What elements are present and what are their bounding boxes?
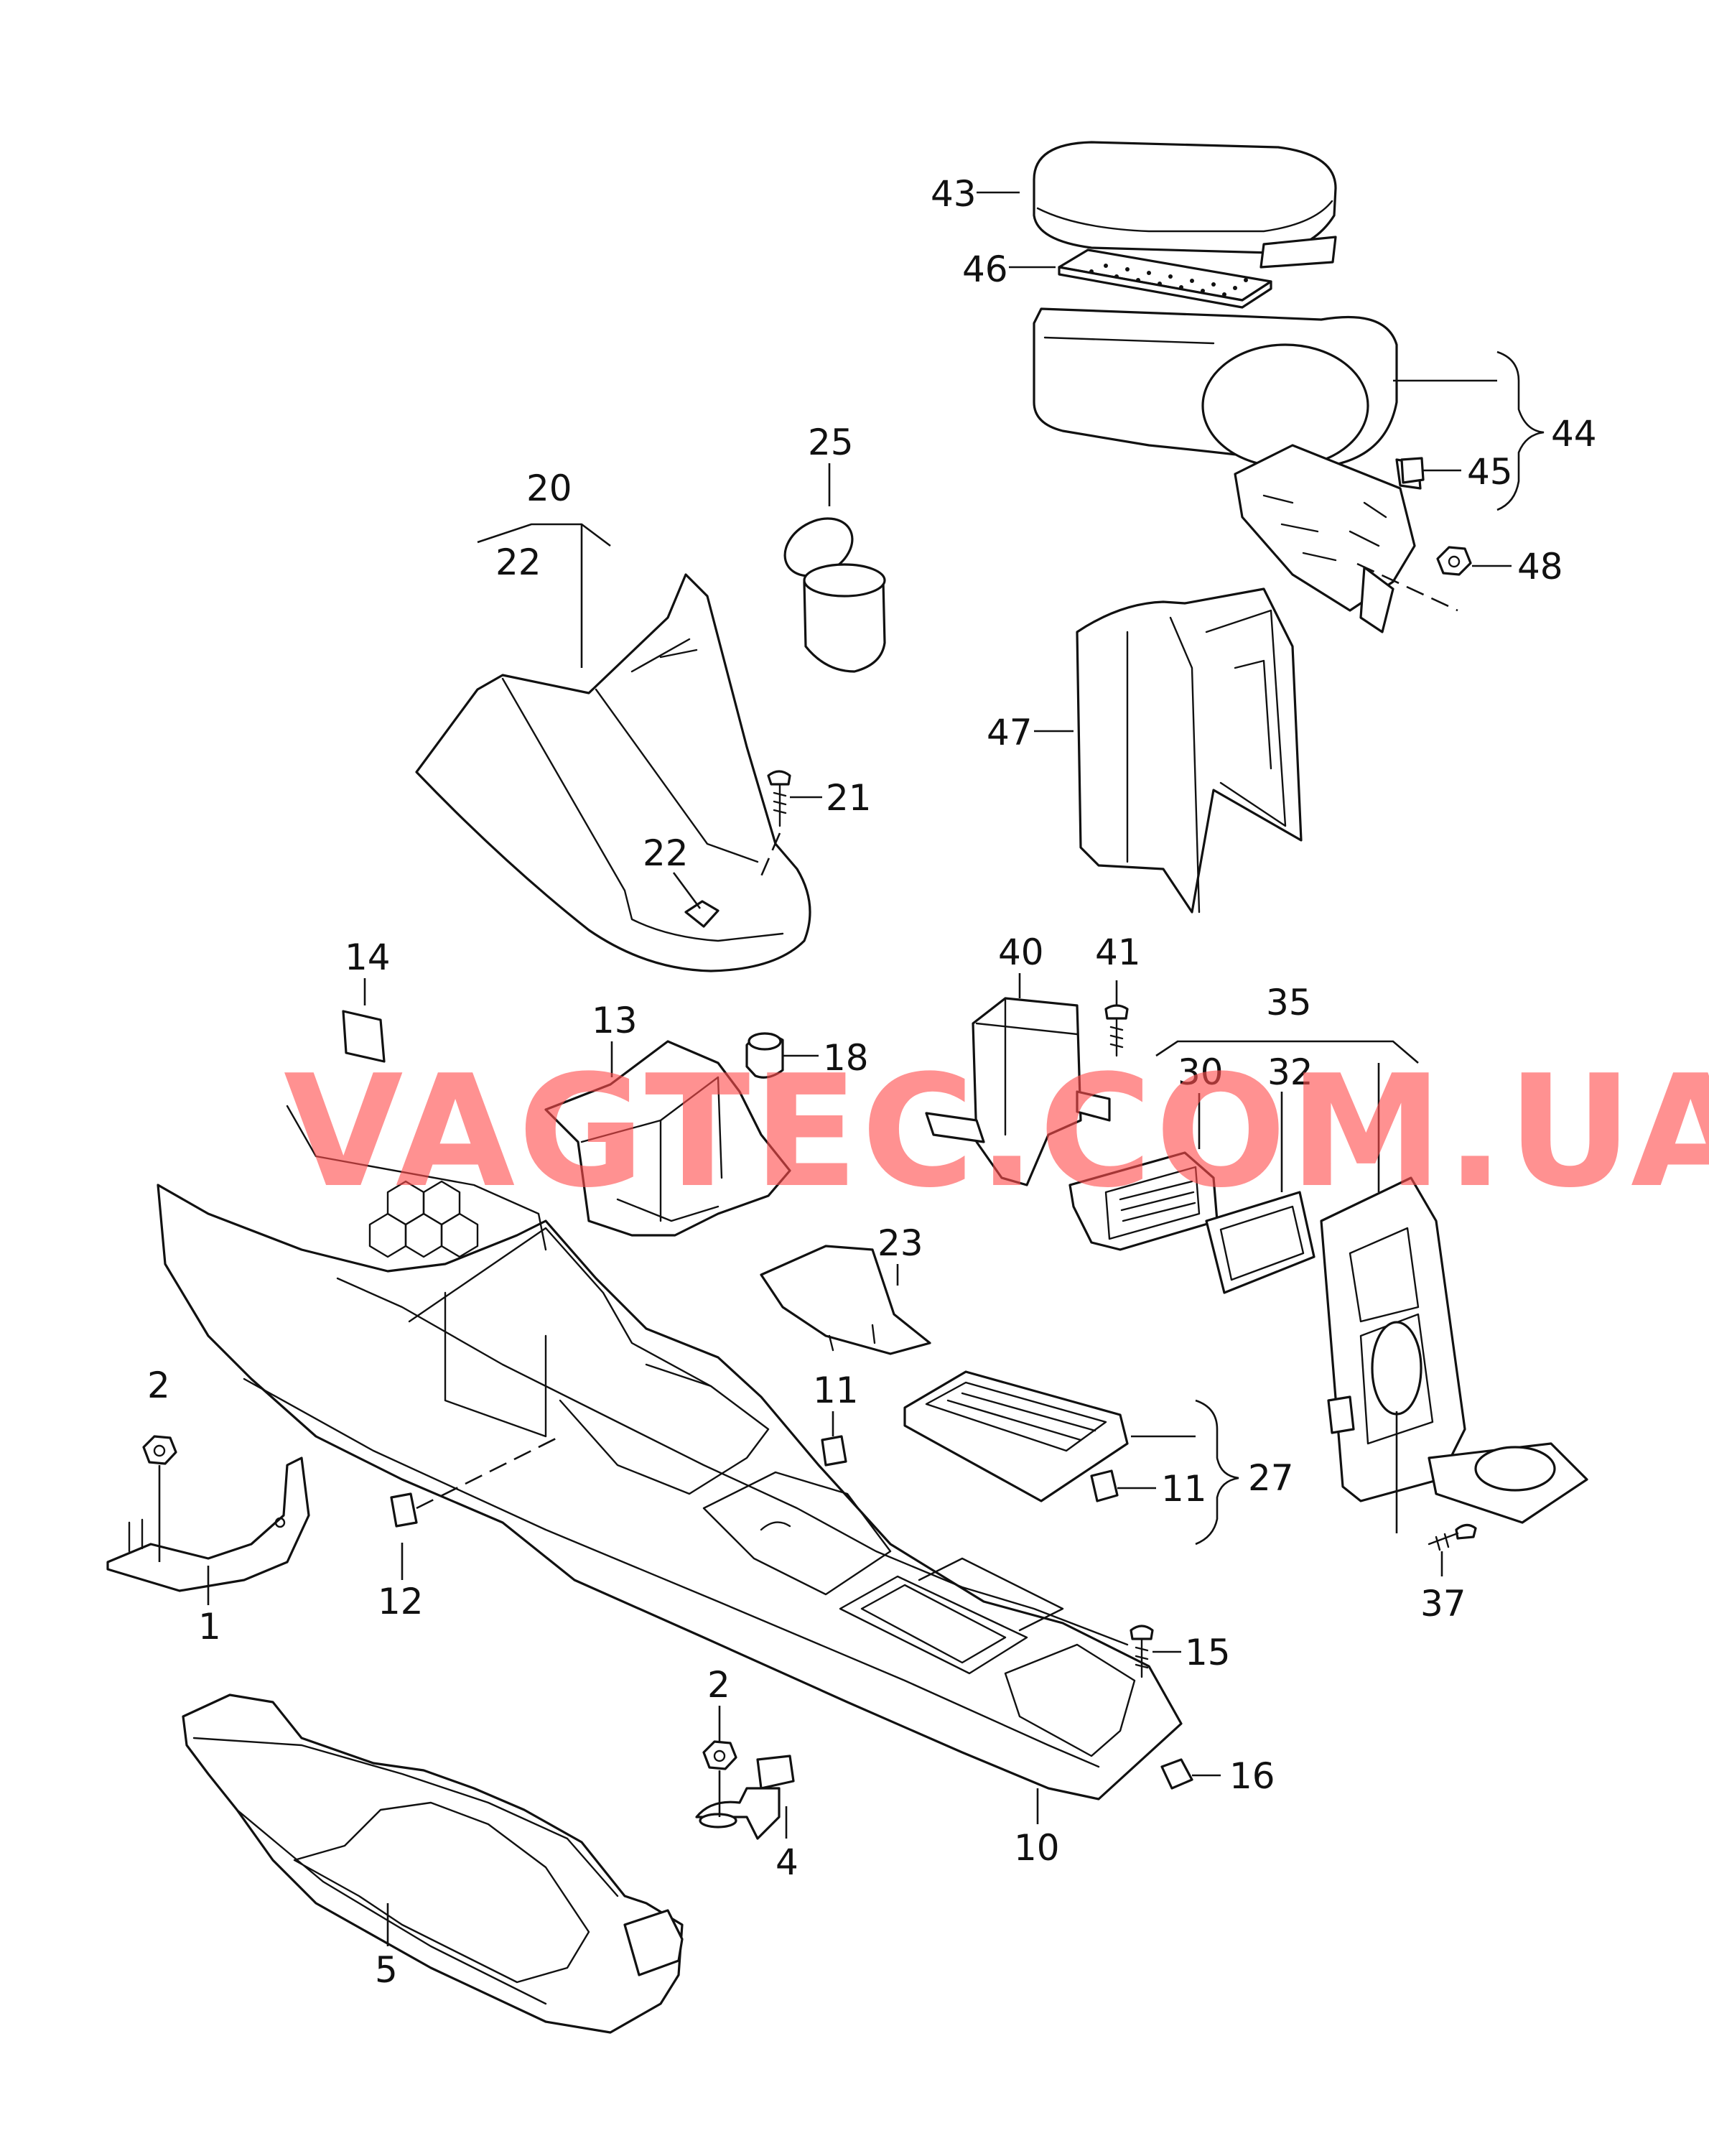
callout-18[interactable]: 18	[823, 1037, 869, 1079]
part-16-clip[interactable]	[1160, 1758, 1193, 1790]
part-47-rear-trim[interactable]	[1076, 587, 1303, 914]
part-11-clip-a[interactable]	[821, 1435, 847, 1467]
callout-labels: 43 46 44 45 48 47 20 22 22 21 25 14 13 1…	[147, 173, 1597, 1991]
callout-25[interactable]: 25	[808, 422, 854, 463]
callout-11-lower[interactable]: 11	[1161, 1468, 1207, 1510]
part-5-air-duct[interactable]	[182, 1693, 684, 2034]
leader-21-dash	[760, 832, 781, 877]
part-43-armrest-lid[interactable]	[1033, 141, 1337, 269]
part-21-screw[interactable]	[767, 770, 791, 827]
part-2-nut-b[interactable]	[702, 1740, 737, 1770]
part-41-screw[interactable]	[1104, 1004, 1129, 1057]
mat-dots	[1089, 264, 1248, 297]
callout-2-left[interactable]: 2	[147, 1365, 170, 1406]
callout-37[interactable]: 37	[1420, 1583, 1466, 1625]
callout-11-upper[interactable]: 11	[813, 1370, 859, 1411]
part-14-hex-pad	[368, 1180, 479, 1258]
callout-22-upper[interactable]: 22	[495, 542, 541, 583]
callout-30[interactable]: 30	[1178, 1051, 1224, 1093]
part-13-storage-box[interactable]	[544, 1040, 791, 1237]
callout-4[interactable]: 4	[776, 1841, 798, 1883]
callout-44[interactable]: 44	[1551, 413, 1597, 455]
part-25-ashtray-insert[interactable]	[775, 507, 886, 673]
callout-20[interactable]: 20	[526, 468, 572, 509]
part-4-bracket[interactable]	[695, 1755, 795, 1840]
part-48-nut[interactable]	[1436, 546, 1472, 576]
callout-41[interactable]: 41	[1095, 931, 1141, 973]
callout-14[interactable]: 14	[345, 937, 391, 978]
part-12-clip-nut[interactable]	[390, 1492, 418, 1528]
callout-45[interactable]: 45	[1467, 451, 1513, 493]
callout-13[interactable]: 13	[592, 1000, 638, 1041]
part-45-clip[interactable]	[1400, 457, 1425, 484]
callout-32[interactable]: 32	[1267, 1051, 1313, 1093]
callout-46[interactable]: 46	[962, 248, 1008, 290]
part-18-socket[interactable]	[745, 1032, 784, 1079]
callout-21[interactable]: 21	[826, 777, 872, 819]
callout-2-right[interactable]: 2	[707, 1664, 730, 1706]
callout-35[interactable]: 35	[1266, 982, 1312, 1023]
part-44-armrest-assembly[interactable]	[1033, 307, 1422, 633]
part-27-insert-tray[interactable]	[903, 1370, 1129, 1502]
callout-15[interactable]: 15	[1185, 1632, 1231, 1673]
part-35-rear-panel[interactable]	[1320, 1176, 1588, 1524]
callout-5[interactable]: 5	[375, 1949, 398, 1991]
callout-27[interactable]: 27	[1248, 1457, 1294, 1499]
callout-10[interactable]: 10	[1014, 1827, 1060, 1869]
part-37-screw[interactable]	[1428, 1523, 1477, 1551]
part-2-nut-a[interactable]	[142, 1435, 177, 1562]
callout-40[interactable]: 40	[998, 931, 1044, 973]
callout-43[interactable]: 43	[931, 173, 977, 215]
leader-48-dash	[1356, 562, 1458, 612]
callout-23[interactable]: 23	[877, 1222, 923, 1264]
part-20-upper-console[interactable]	[415, 573, 811, 972]
part-32-trim-frame[interactable]	[1205, 1191, 1315, 1294]
part-23-cover[interactable]	[760, 1245, 931, 1355]
part-40-bracket[interactable]	[925, 997, 1111, 1186]
callout-22-lower[interactable]: 22	[643, 832, 689, 874]
callout-1[interactable]: 1	[198, 1606, 221, 1648]
part-11-clip-b[interactable]	[1090, 1469, 1119, 1502]
part-30-air-vent[interactable]	[1068, 1151, 1219, 1251]
part-15-screw[interactable]	[1130, 1625, 1154, 1678]
part-14-outline	[286, 1105, 547, 1251]
callout-12[interactable]: 12	[378, 1581, 424, 1622]
callout-16[interactable]: 16	[1229, 1755, 1275, 1797]
part-10-center-console[interactable]	[157, 1184, 1183, 1800]
part-14-adhesive-pad[interactable]	[342, 1010, 386, 1063]
watermark-text: VAGTEC.COM.UA	[284, 1041, 1709, 1222]
callout-48[interactable]: 48	[1517, 546, 1563, 587]
part-1-bracket[interactable]	[106, 1456, 310, 1592]
part-46-armrest-mat[interactable]	[1058, 248, 1272, 309]
callout-47[interactable]: 47	[987, 712, 1033, 753]
leader-lines	[207, 191, 1545, 1946]
